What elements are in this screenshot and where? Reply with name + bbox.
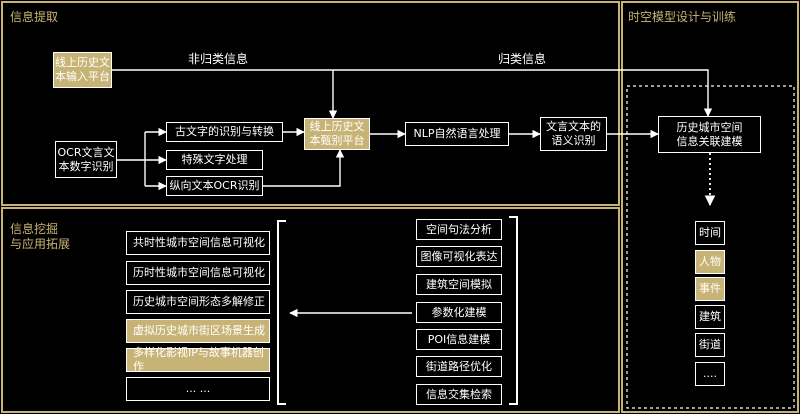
node-special-char: 特殊文字处理 <box>166 150 263 170</box>
application-morphology: 历史城市空间形态多解修正 <box>126 290 270 314</box>
application-more: ... ... <box>126 377 270 401</box>
dimension-building: 建筑 <box>695 305 725 329</box>
technique-intersection-search: 信息交集检索 <box>416 384 502 405</box>
section-title-extraction: 信息提取 <box>10 10 59 24</box>
edge-from-vertical <box>263 149 345 187</box>
technique-street-path: 街道路径优化 <box>416 356 502 377</box>
dimension-street: 街道 <box>695 333 725 357</box>
dimension-time: 时间 <box>695 221 725 245</box>
technique-parametric-modeling: 参数化建模 <box>416 302 502 323</box>
node-ocr: OCR文言文 本数字识别 <box>55 141 117 178</box>
dimension-event: 事件 <box>695 277 725 301</box>
extraction-frame <box>1 1 620 206</box>
applications-bracket <box>277 220 286 405</box>
node-semantic: 文言文本的 语义识别 <box>540 117 607 151</box>
technique-poi-modeling: POI信息建模 <box>416 329 502 350</box>
technique-image-visualization: 图像可视化表达 <box>416 246 502 267</box>
application-film-ip: 多样化影视IP与故事机器创作 <box>126 346 270 373</box>
mining-frame <box>1 207 620 413</box>
application-virtual-scene: 虚拟历史城市街区场景生成 <box>126 319 270 343</box>
node-association: 历史城市空间 信息关联建模 <box>658 116 761 153</box>
node-screening: 线上历史文 本甄别平台 <box>304 118 370 150</box>
dimension-more: .... <box>695 362 725 386</box>
section-title-mining: 信息挖掘 与应用拓展 <box>10 222 71 251</box>
dimension-person: 人物 <box>695 250 725 274</box>
modeling-dashed-frame <box>626 85 795 409</box>
technique-building-simulation: 建筑空间模拟 <box>416 274 502 295</box>
node-online-input: 线上历史文 本输入平台 <box>53 52 112 88</box>
label-classified: 归类信息 <box>498 52 547 66</box>
techniques-bracket <box>509 216 518 405</box>
edge-classified <box>333 69 713 117</box>
section-title-modeling: 时空模型设计与训练 <box>628 10 737 24</box>
application-diachronic: 历时性城市空间信息可视化 <box>126 261 270 285</box>
node-vertical-ocr: 纵向文本OCR识别 <box>166 176 263 196</box>
node-nlp: NLP自然语言处理 <box>405 122 509 146</box>
node-ancient-char: 古文字的识别与转换 <box>166 122 283 142</box>
modeling-frame <box>621 1 799 413</box>
label-non-classified: 非归类信息 <box>188 52 249 66</box>
technique-space-syntax: 空间句法分析 <box>416 219 502 240</box>
application-synchronic: 共时性城市空间信息可视化 <box>126 231 270 255</box>
